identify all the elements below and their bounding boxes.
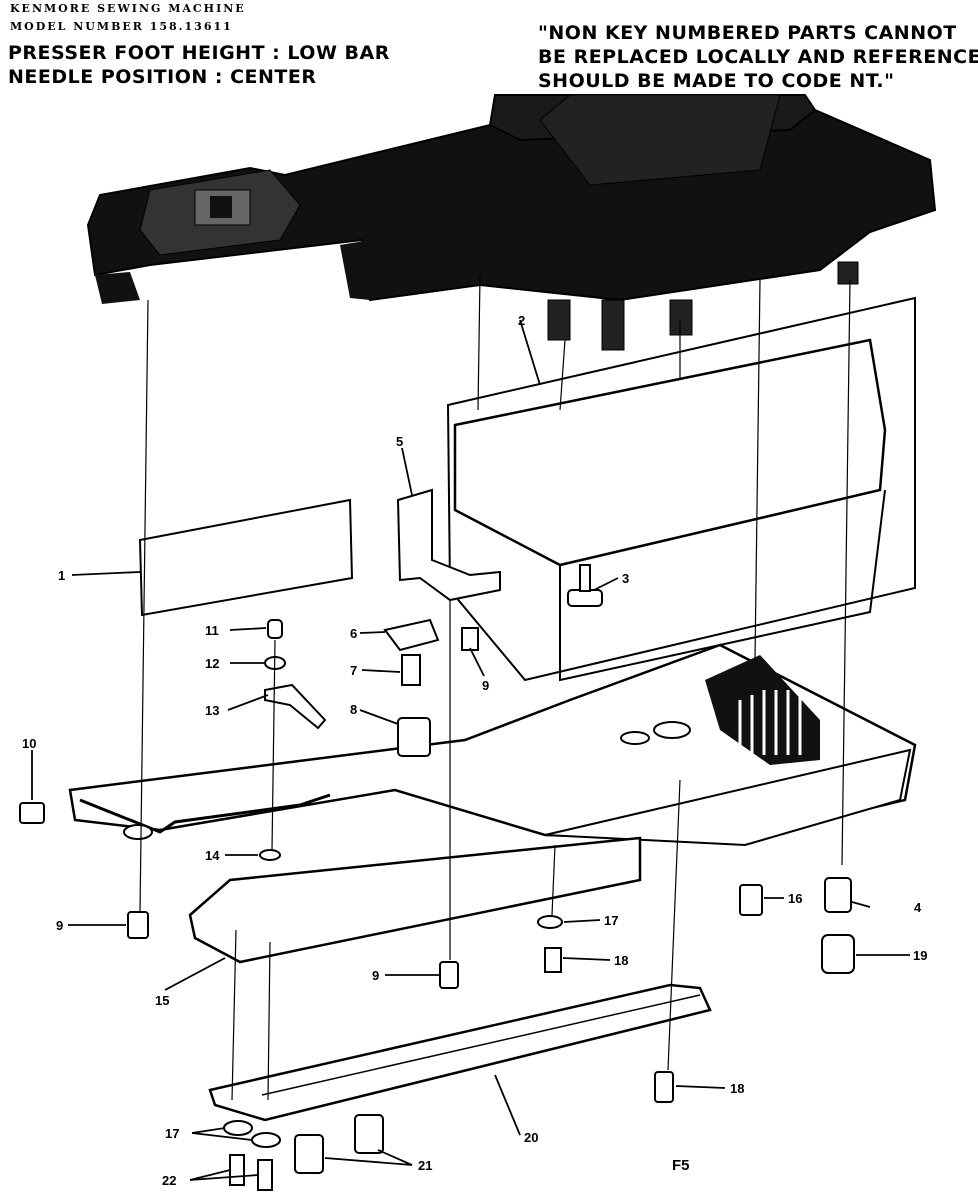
callout-17-a: 17	[604, 913, 618, 928]
callout-2: 2	[518, 313, 525, 328]
callout-12: 12	[205, 656, 219, 671]
callout-15: 15	[155, 993, 169, 1008]
callout-9-a: 9	[482, 678, 489, 693]
part-1-plate	[138, 498, 354, 617]
callout-17-b: 17	[165, 1126, 179, 1141]
callout-18-b: 18	[730, 1081, 744, 1096]
note-line-1: "NON KEY NUMBERED PARTS CANNOT	[538, 22, 957, 44]
header-line-needle-position: NEEDLE POSITION : CENTER	[8, 66, 317, 88]
callout-22: 22	[162, 1173, 176, 1188]
header-line-presser-foot: PRESSER FOOT HEIGHT : LOW BAR	[8, 42, 390, 64]
callout-11: 11	[205, 623, 219, 638]
callout-10: 10	[22, 736, 36, 751]
part-5-bracket	[396, 488, 501, 602]
part-20-rail	[208, 983, 712, 1122]
note-line-3: SHOULD BE MADE TO CODE NT."	[538, 70, 895, 92]
small-components	[19, 564, 855, 1191]
callout-8: 8	[350, 702, 357, 717]
callout-labels: 1 2 3 4 5 6 7 8 9 9 9 10 11 12 13 14 15 …	[22, 313, 927, 1188]
machine-head-cover	[86, 94, 937, 351]
callout-18-a: 18	[614, 953, 628, 968]
callout-20: 20	[524, 1130, 538, 1145]
figure-id: F5	[672, 1157, 690, 1174]
callout-21: 21	[418, 1158, 432, 1173]
callout-9-c: 9	[372, 968, 379, 983]
callout-4: 4	[914, 900, 922, 915]
callout-13: 13	[205, 703, 219, 718]
callout-6: 6	[350, 626, 357, 641]
callout-7: 7	[350, 663, 357, 678]
callout-19: 19	[913, 948, 927, 963]
header-line-model: MODEL NUMBER 158.13611	[10, 20, 233, 33]
projection-lines	[139, 274, 851, 1101]
callout-1: 1	[58, 568, 65, 583]
callout-14: 14	[205, 848, 220, 863]
header-line-brand: KENMORE SEWING MACHINE	[10, 2, 246, 15]
note-line-2: BE REPLACED LOCALLY AND REFERENCE	[538, 46, 978, 68]
part-15-cover	[188, 836, 642, 964]
callout-5: 5	[396, 434, 403, 449]
callout-16: 16	[788, 891, 802, 906]
machine-base-body	[68, 338, 917, 847]
callout-leaders	[31, 319, 910, 1181]
callout-3: 3	[622, 571, 629, 586]
callout-9-b: 9	[56, 918, 63, 933]
